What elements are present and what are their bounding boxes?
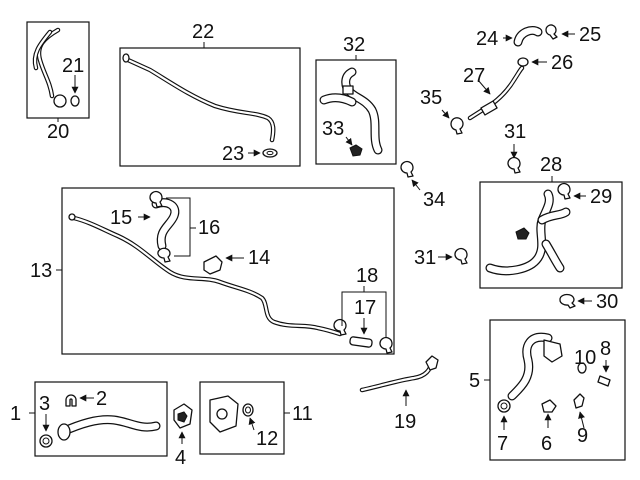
part-14-bracket — [203, 255, 223, 275]
group-box-5 — [489, 319, 626, 461]
callout-29: 29 — [590, 186, 612, 208]
part-26-clamp — [517, 57, 529, 67]
callout-27: 27 — [463, 65, 485, 87]
group-box-22 — [119, 47, 301, 167]
part-8-sensor — [597, 375, 611, 387]
callout-28: 28 — [540, 154, 562, 176]
callout-31-top: 31 — [504, 121, 526, 143]
callout-1: 1 — [10, 403, 21, 425]
callout-18: 18 — [356, 265, 378, 287]
group-1: 1 2 3 — [10, 381, 168, 457]
callout-24: 24 — [476, 28, 498, 50]
group-box-13 — [61, 187, 395, 355]
callout-33: 33 — [322, 118, 344, 140]
group-5: 5 10 8 9 7 6 — [469, 319, 626, 461]
part-31-clamp-mid — [454, 247, 468, 265]
callout-32: 32 — [343, 34, 365, 56]
part-31-clamp-top — [507, 156, 521, 174]
part-30-clamp — [559, 293, 576, 309]
callout-11: 11 — [292, 403, 313, 425]
callout-20: 20 — [47, 121, 69, 143]
part-21-oring — [70, 95, 80, 107]
group-31-30: 31 30 — [414, 247, 618, 313]
group-20: 21 20 — [26, 21, 90, 143]
group-4: 4 — [173, 403, 193, 469]
callout-23: 23 — [222, 143, 244, 165]
callout-4: 4 — [175, 447, 186, 469]
part-20-fitting — [53, 94, 67, 108]
group-32: 32 33 — [315, 34, 397, 165]
callout-22: 22 — [192, 21, 214, 43]
callout-6: 6 — [541, 433, 552, 455]
part-16-clamp-upper — [149, 190, 163, 208]
callout-2: 2 — [96, 388, 107, 410]
part-18-clamp-left — [333, 318, 347, 336]
part-16-clamp-lower — [157, 247, 171, 263]
part-10-oring — [577, 362, 587, 374]
part-18-clamp-right — [379, 336, 393, 354]
callout-34: 34 — [423, 189, 445, 211]
callout-9: 9 — [577, 425, 588, 447]
part-6-clip — [541, 399, 557, 413]
part-17-hose — [349, 336, 373, 348]
group-box-28 — [479, 181, 623, 289]
callout-15: 15 — [110, 207, 132, 229]
part-29-clamp — [557, 182, 571, 200]
group-19: 19 — [359, 355, 439, 433]
callout-12: 12 — [256, 428, 278, 450]
part-35-clamp — [450, 117, 464, 135]
callout-21: 21 — [62, 55, 84, 77]
callout-30: 30 — [596, 291, 618, 313]
callout-5: 5 — [469, 370, 480, 392]
group-box-1 — [34, 381, 168, 457]
callout-14: 14 — [248, 247, 270, 269]
group-28: 28 29 — [479, 154, 623, 289]
group-box-11 — [199, 381, 285, 455]
callout-26: 26 — [551, 52, 573, 74]
group-13: 13 15 16 14 18 17 — [30, 187, 395, 355]
callout-3: 3 — [39, 393, 50, 415]
callout-17: 17 — [354, 297, 376, 319]
part-33-clamp — [349, 144, 363, 157]
group-22: 22 23 — [119, 21, 301, 167]
callout-25: 25 — [579, 24, 601, 46]
callout-31-mid: 31 — [414, 247, 436, 269]
part-25-clamp — [545, 24, 558, 40]
callout-19: 19 — [394, 411, 416, 433]
callout-7: 7 — [497, 433, 508, 455]
part-9-clip — [573, 393, 585, 409]
group-24-27: 24 25 26 27 35 — [420, 24, 601, 135]
callout-16: 16 — [198, 217, 220, 239]
callout-8: 8 — [600, 338, 611, 360]
callout-10: 10 — [574, 347, 596, 369]
part-34-clamp — [400, 160, 414, 178]
part-2-clamp — [65, 394, 77, 407]
callout-13: 13 — [30, 260, 52, 282]
group-31-34: 31 34 — [400, 121, 526, 211]
group-11: 11 12 — [199, 381, 313, 455]
callout-35: 35 — [420, 87, 442, 109]
